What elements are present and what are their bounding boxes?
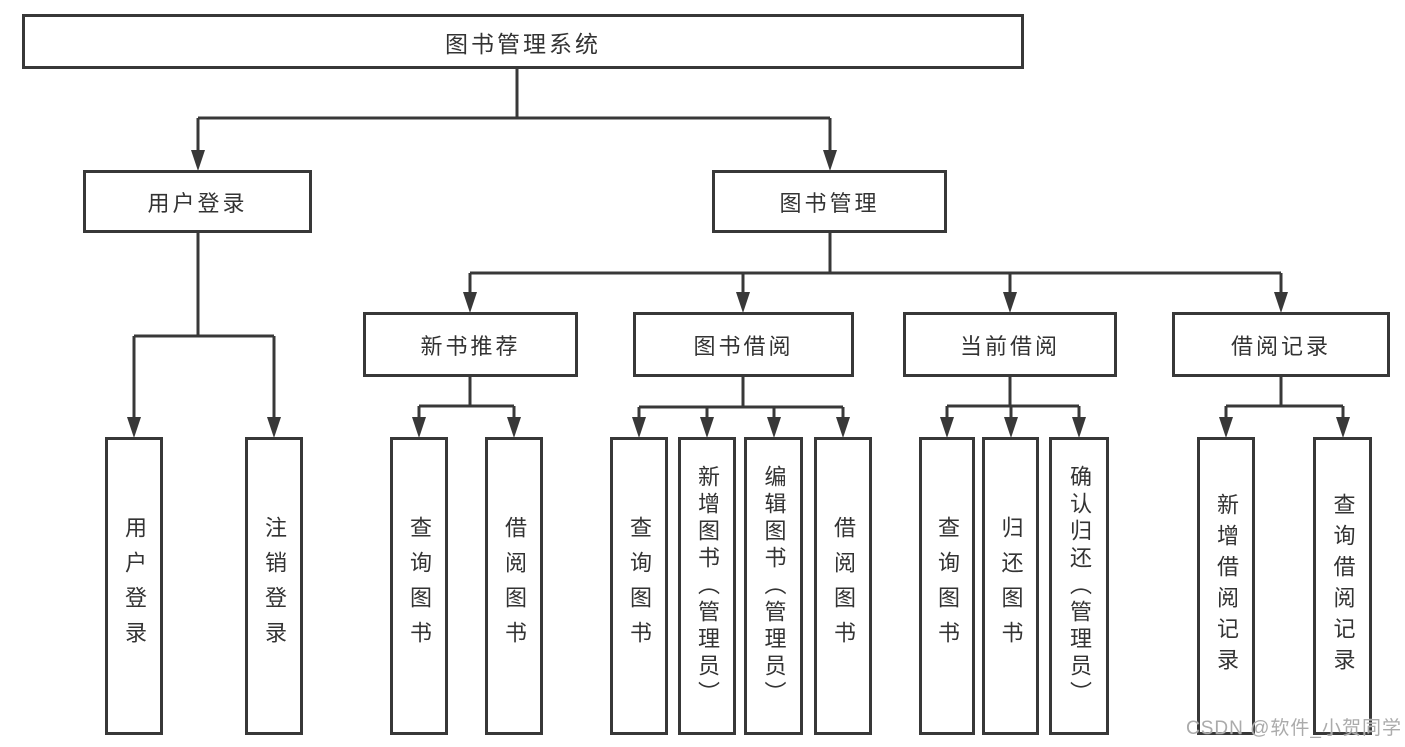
leaf-query-books-1: 查询图书 xyxy=(390,437,448,735)
node-label: 查询图书 xyxy=(627,516,652,656)
node-label: 注销登录 xyxy=(262,516,287,656)
arrowheads xyxy=(127,150,1350,438)
leaf-logout: 注销登录 xyxy=(245,437,303,735)
node-label: 编辑图书（管理员） xyxy=(761,464,787,708)
node-library-management-system: 图书管理系统 xyxy=(22,14,1024,69)
node-label: 新增借阅记录 xyxy=(1214,493,1239,679)
leaf-add-book-admin: 新增图书（管理员） xyxy=(678,437,736,735)
leaf-return-book: 归还图书 xyxy=(982,437,1039,735)
leaf-query-borrow-record: 查询借阅记录 xyxy=(1313,437,1372,735)
node-new-book-recommend: 新书推荐 xyxy=(363,312,578,377)
node-label: 归还图书 xyxy=(998,516,1024,656)
node-label: 查询图书 xyxy=(935,516,960,656)
leaf-borrow-books-1: 借阅图书 xyxy=(485,437,543,735)
node-label: 图书管理 xyxy=(779,190,880,216)
node-label: 新增图书（管理员） xyxy=(695,464,720,708)
leaf-borrow-books-2: 借阅图书 xyxy=(814,437,872,735)
leaf-query-books-2: 查询图书 xyxy=(610,437,668,735)
node-label: 借阅图书 xyxy=(502,516,527,656)
node-label: 借阅记录 xyxy=(1230,333,1331,359)
node-label: 用户登录 xyxy=(147,190,248,216)
node-label: 确认归还（管理员） xyxy=(1067,464,1092,708)
node-label: 查询借阅记录 xyxy=(1330,493,1356,679)
node-user-login-group: 用户登录 xyxy=(83,170,312,233)
node-label: 查询图书 xyxy=(407,516,432,656)
node-label: 新书推荐 xyxy=(420,333,521,359)
node-label: 当前借阅 xyxy=(959,333,1060,359)
leaf-edit-book-admin: 编辑图书（管理员） xyxy=(744,437,803,735)
leaf-confirm-return-admin: 确认归还（管理员） xyxy=(1049,437,1109,735)
node-borrowing-records: 借阅记录 xyxy=(1172,312,1390,377)
node-current-borrowing: 当前借阅 xyxy=(903,312,1117,377)
leaf-user-login: 用户登录 xyxy=(105,437,163,735)
leaf-query-books-3: 查询图书 xyxy=(919,437,975,735)
node-label: 图书管理系统 xyxy=(445,30,601,57)
leaf-add-borrow-record: 新增借阅记录 xyxy=(1197,437,1255,735)
node-label: 图书借阅 xyxy=(693,333,794,359)
node-label: 借阅图书 xyxy=(831,516,856,656)
node-book-management-group: 图书管理 xyxy=(712,170,947,233)
node-book-borrowing: 图书借阅 xyxy=(633,312,854,377)
node-label: 用户登录 xyxy=(122,516,147,656)
csdn-watermark: CSDN @软件_小贺同学 xyxy=(1186,718,1402,739)
